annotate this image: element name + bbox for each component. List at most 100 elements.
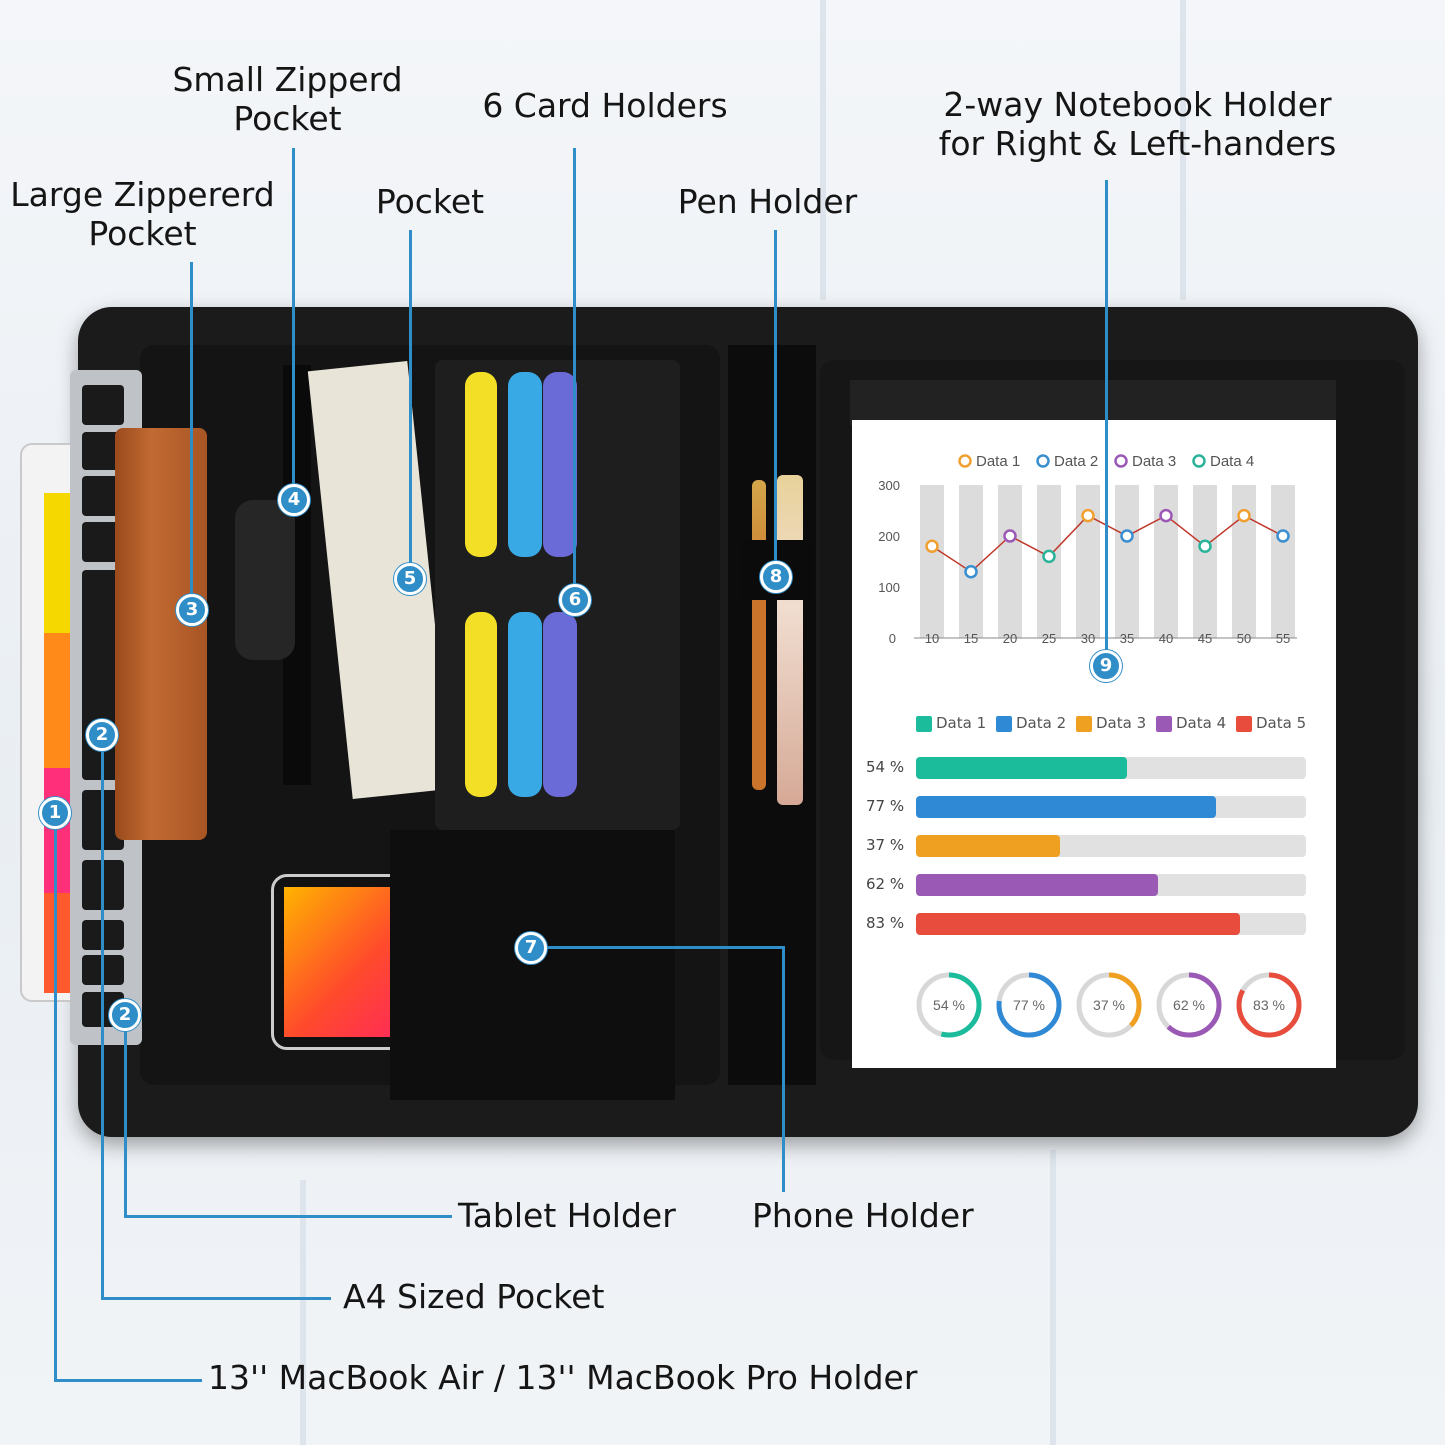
leader-line [573,148,576,598]
marker-9: 9 [1090,650,1122,682]
phone [271,874,407,1050]
marker-2: 2 [109,999,141,1031]
chart-column [1232,485,1256,638]
bar-value-label: 37 % [866,836,905,854]
legend-label: Data 3 [1132,453,1176,470]
background-line [300,1180,306,1445]
data-point [1237,508,1251,523]
bar [916,835,1061,857]
leader-line [530,946,785,949]
leather-pouch [115,428,207,840]
legend-swatch [1236,716,1252,732]
leader-line [292,148,295,498]
leader-line [54,812,57,1382]
legend-swatch [916,716,932,732]
x-tick-label: 25 [1042,631,1056,646]
leader-line [409,230,412,578]
marker-6: 6 [559,584,591,616]
donut-arc [996,972,1062,1038]
legend-swatch [1076,716,1092,732]
data-point [964,564,978,579]
label-line: for Right & Left-handers [938,124,1337,163]
data-point [1198,539,1212,553]
x-tick-label: 45 [1198,631,1212,646]
bar-track [916,913,1306,935]
legend-marker [1192,454,1206,468]
bar-track [916,835,1306,857]
label-a4-pocket: A4 Sized Pocket [343,1277,605,1316]
chart-column [1115,485,1139,638]
legend-item: Data 3 [1114,453,1176,470]
background-line [1050,1150,1056,1445]
leader-line [101,734,104,1300]
chart-column [959,485,983,638]
legend-label: Data 2 [1016,714,1067,732]
data-point [1120,529,1134,543]
donut-charts: 54 %77 %37 %62 %83 % [916,972,1302,1038]
chart-column [920,485,944,638]
legend-item: Data 4 [1192,453,1254,470]
y-tick-label: 300 [878,478,900,493]
legend-label: Data 4 [1210,453,1254,470]
x-tick-label: 20 [1003,631,1017,646]
legend-marker [958,454,972,468]
leader-line [54,1379,202,1382]
marker-2: 2 [86,719,118,751]
yellow-card [465,372,497,557]
label-card-holders: 6 Card Holders [482,86,728,125]
donut-arc [1236,972,1302,1038]
notebook-binding [850,380,1336,425]
y-tick-label: 200 [878,529,900,544]
bar [916,796,1217,818]
x-tick-label: 30 [1081,631,1095,646]
marker-3: 3 [176,594,208,626]
bar-track [916,757,1306,779]
chart-column [1076,485,1100,638]
legend-swatch [1156,716,1172,732]
blue-card [508,612,542,797]
legend-swatch [996,716,1012,732]
label-line: Small Zipperd [172,60,403,99]
y-tick-label: 100 [878,580,900,595]
pen [752,480,766,790]
donut-label: 62 % [1173,997,1205,1013]
y-tick-label: 0 [889,631,896,646]
leader-line [101,1297,331,1300]
label-phone-holder: Phone Holder [752,1196,974,1235]
background-line [820,0,826,300]
label-line: Large Zippererd [10,175,275,214]
leader-line [124,1215,452,1218]
bar [916,874,1158,896]
bar [916,913,1240,935]
yellow-card [465,612,497,797]
donut-arc [916,972,982,1038]
purple-card [543,612,577,797]
elastic-band [390,830,675,1100]
data-point [925,539,939,553]
marker-8: 8 [760,561,792,593]
legend-label: Data 5 [1256,714,1307,732]
chart-column [1154,485,1178,638]
donut-label: 37 % [1093,997,1125,1013]
leader-line [774,230,777,576]
bar-value-label: 77 % [866,797,905,815]
chart-column [998,485,1022,638]
bar-value-label: 83 % [866,914,905,932]
donut-arc [1076,972,1142,1038]
marker-1: 1 [39,797,71,829]
leader-line [190,262,193,608]
chart-column [1193,485,1217,638]
marker-4: 4 [278,484,310,516]
legend-item: Data 2 [1036,453,1098,470]
legend-label: Data 1 [976,453,1020,470]
data-point [1042,549,1056,564]
label-pen-holder: Pen Holder [677,182,858,221]
chart-column [1271,485,1295,638]
data-point [1003,529,1017,543]
data-point [1159,508,1173,523]
label-pocket: Pocket [375,182,485,221]
